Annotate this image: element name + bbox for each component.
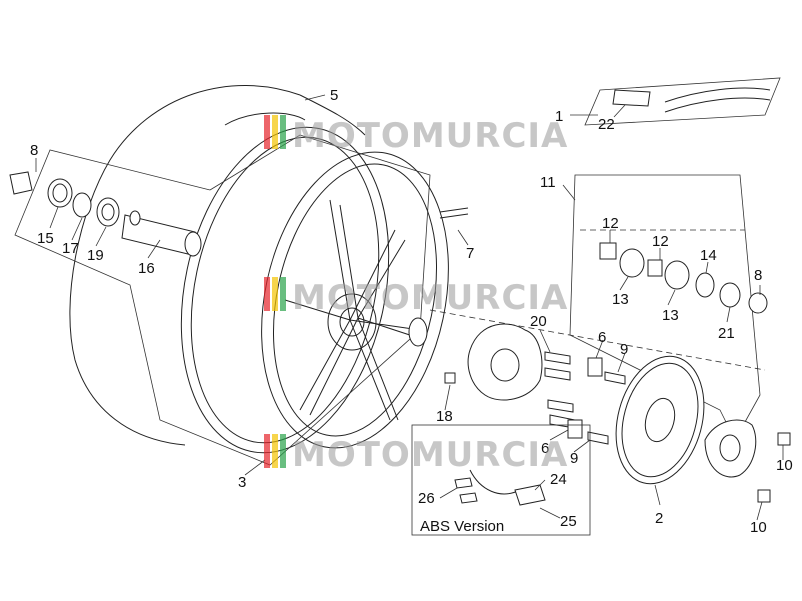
watermark-text-2: MOTOMURCIA [292,278,568,318]
callout-9-b: 9 [570,450,578,467]
callout-11: 11 [540,174,556,191]
callout-26: 26 [418,490,435,507]
wheel-outline-box [14,134,431,466]
callout-12-b: 12 [652,233,669,250]
callout-labels: 1 22 5 8 15 17 19 16 7 11 12 12 13 13 14… [30,87,793,536]
watermark-2: MOTOMURCIA [264,277,568,318]
abs-box [411,424,591,536]
callout-15: 15 [37,230,54,247]
sprocket-flange [704,419,791,503]
callout-10-a: 10 [776,457,793,474]
watermark-text-1: MOTOMURCIA [292,116,568,156]
callout-8-right: 8 [754,267,762,284]
callout-19: 19 [87,247,104,264]
callout-20: 20 [530,313,547,330]
callout-2: 2 [655,510,663,527]
callout-8-left: 8 [30,142,38,159]
callout-25: 25 [560,513,577,530]
watermark-text-3: MOTOMURCIA [292,435,568,475]
rear-sprocket [615,355,705,485]
callout-10-b: 10 [750,519,767,536]
watermark-1: MOTOMURCIA [264,115,568,156]
callout-14: 14 [700,247,717,264]
wheel-rim [180,126,469,454]
chain-kit [584,77,781,126]
callout-12-a: 12 [602,215,619,232]
callout-1: 1 [555,108,563,125]
watermark-3: MOTOMURCIA [264,434,568,475]
callout-18: 18 [436,408,453,425]
axle-stack-left [9,171,202,257]
callout-13-b: 13 [662,307,679,324]
callout-6-a: 6 [598,329,606,346]
callout-6-b: 6 [541,440,549,457]
callout-7: 7 [466,245,474,262]
callout-5: 5 [330,87,338,104]
leader-lines [35,94,784,521]
callout-21: 21 [718,325,735,342]
callout-17: 17 [62,240,79,257]
callout-3: 3 [238,474,246,491]
callout-9-a: 9 [620,341,628,358]
callout-13-a: 13 [612,291,629,308]
abs-version-label: ABS Version [420,518,504,535]
callout-16: 16 [138,260,155,277]
cush-drive-carrier [408,317,626,445]
callout-24: 24 [550,471,567,488]
callout-22: 22 [598,116,615,133]
